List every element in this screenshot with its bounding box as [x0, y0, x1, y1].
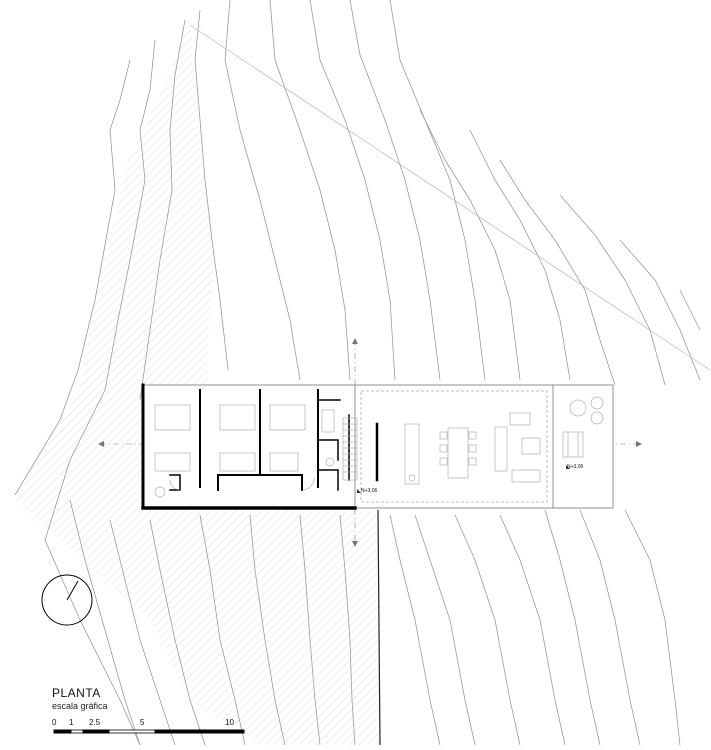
scale-label-5: 5 [140, 718, 145, 727]
door-swings [169, 477, 315, 491]
furniture [154, 396, 604, 498]
drawing-subtitle: escala gráfica [52, 701, 108, 711]
level-marker-1: N+3,06 [361, 488, 377, 494]
scale-bar [53, 729, 245, 734]
stairs [342, 417, 358, 481]
north-arrow-icon [41, 574, 93, 626]
axis-markers [98, 338, 642, 547]
scale-label-1: 1 [69, 718, 74, 727]
scale-label-0: 0 [52, 718, 57, 727]
walls [141, 383, 379, 510]
property-boundary [189, 24, 711, 371]
scale-label-10: 10 [225, 718, 234, 727]
scale-label-2-5: 2.5 [89, 718, 101, 727]
level-markers [357, 465, 570, 493]
hatched-terrain [15, 20, 380, 745]
contour-lines [14, 0, 701, 746]
drawing-title: PLANTA [52, 686, 101, 700]
level-marker-2: N+3,06 [567, 464, 583, 470]
retaining-wall [377, 509, 381, 746]
